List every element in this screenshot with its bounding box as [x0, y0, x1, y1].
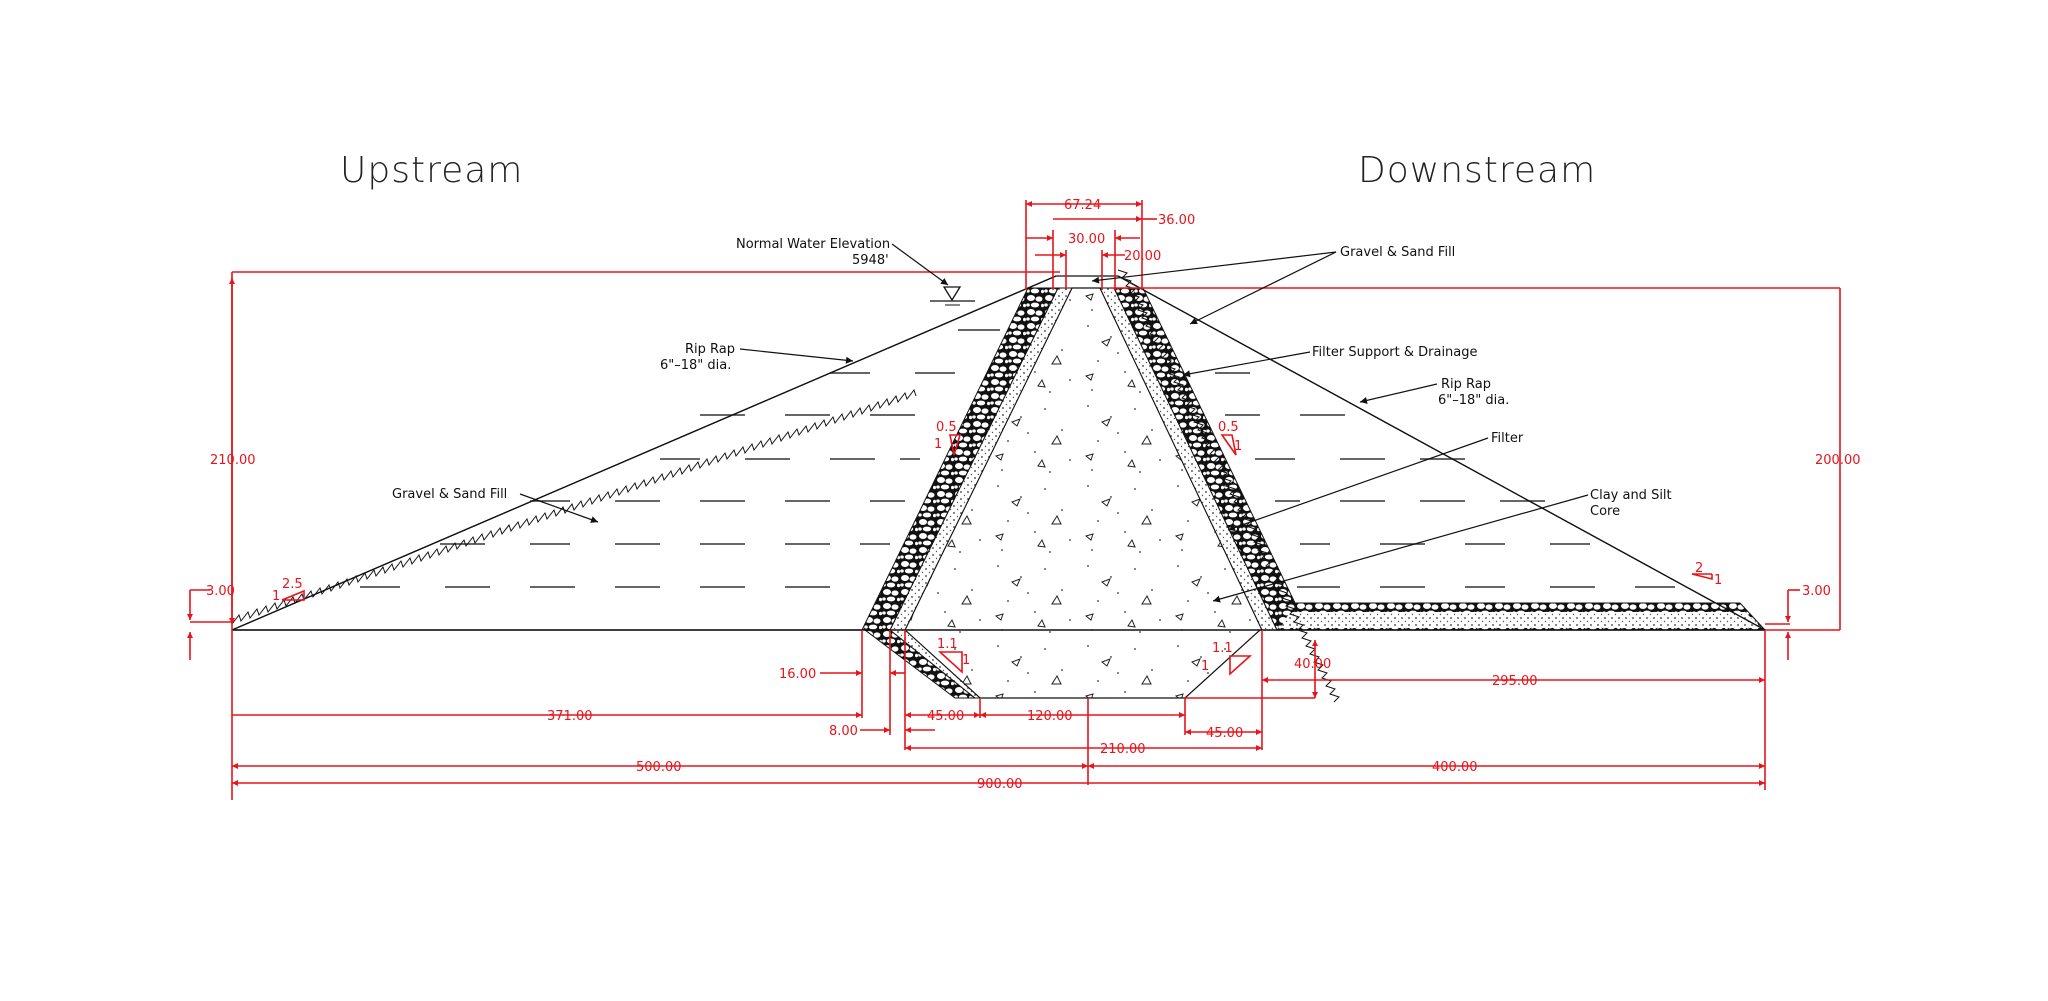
svg-text:Clay and Silt: Clay and Silt: [1590, 488, 1672, 503]
svg-text:8.00: 8.00: [829, 724, 858, 739]
svg-text:1: 1: [962, 653, 970, 668]
svg-text:30.00: 30.00: [1068, 232, 1105, 247]
svg-text:2.5: 2.5: [282, 577, 303, 592]
svg-text:200.00: 200.00: [1815, 453, 1861, 468]
svg-text:Filter Support & Drainage: Filter Support & Drainage: [1312, 345, 1478, 360]
svg-text:3.00: 3.00: [1802, 584, 1831, 599]
svg-text:0.5: 0.5: [936, 420, 957, 435]
svg-text:0.5: 0.5: [1218, 420, 1239, 435]
svg-text:1: 1: [272, 589, 280, 604]
downstream-face: [1117, 275, 1766, 631]
svg-text:210.00: 210.00: [210, 453, 256, 468]
upstream-heading: Upstream: [340, 150, 524, 191]
svg-text:Rip Rap: Rip Rap: [1441, 377, 1491, 392]
svg-text:1.1: 1.1: [937, 637, 958, 652]
svg-text:40.00: 40.00: [1294, 657, 1331, 672]
svg-text:210.00: 210.00: [1100, 742, 1146, 757]
svg-text:120.00: 120.00: [1027, 709, 1073, 724]
svg-text:16.00: 16.00: [779, 667, 816, 682]
material-labels: Normal Water Elevation 5948' Rip Rap 6"–…: [392, 237, 1672, 519]
leader-lines: [519, 243, 1589, 603]
svg-text:36.00: 36.00: [1158, 213, 1195, 228]
svg-text:Gravel & Sand Fill: Gravel & Sand Fill: [392, 487, 507, 502]
svg-text:1: 1: [1201, 659, 1209, 674]
downstream-heading: Downstream: [1358, 150, 1597, 191]
svg-text:20.00: 20.00: [1124, 249, 1161, 264]
svg-text:500.00: 500.00: [636, 760, 682, 775]
svg-text:1: 1: [1714, 573, 1722, 588]
svg-text:Normal Water Elevation: Normal Water Elevation: [736, 237, 890, 252]
hatch-downstream: [1215, 372, 1675, 588]
svg-text:1.1: 1.1: [1212, 641, 1233, 656]
riprap-upstream-teeth: [231, 388, 917, 625]
svg-text:Rip Rap: Rip Rap: [685, 342, 735, 357]
svg-text:900.00: 900.00: [977, 777, 1023, 792]
svg-text:371.00: 371.00: [547, 709, 593, 724]
dimension-lines: [187, 200, 1841, 800]
svg-text:Filter: Filter: [1491, 431, 1524, 446]
svg-text:67.24: 67.24: [1064, 198, 1101, 213]
blanket-filter: [1280, 612, 1762, 628]
svg-text:400.00: 400.00: [1432, 760, 1478, 775]
water-level-symbol: [930, 286, 975, 306]
svg-text:6"–18" dia.: 6"–18" dia.: [1438, 393, 1509, 408]
riprap-upstream-face: [231, 275, 1057, 631]
svg-text:1: 1: [1234, 439, 1242, 454]
svg-text:5948': 5948': [852, 253, 889, 268]
svg-text:3.00: 3.00: [206, 584, 235, 599]
svg-text:295.00: 295.00: [1492, 674, 1538, 689]
water-hatch-upstream: [360, 329, 1000, 588]
svg-text:2: 2: [1695, 561, 1703, 576]
dimension-text: 67.24 36.00 30.00 20.00 210.00 200.00 3.…: [206, 198, 1861, 792]
svg-text:1: 1: [934, 437, 942, 452]
svg-text:45.00: 45.00: [927, 709, 964, 724]
svg-text:Core: Core: [1590, 504, 1620, 519]
svg-text:6"–18" dia.: 6"–18" dia.: [660, 358, 731, 373]
svg-text:Gravel & Sand Fill: Gravel & Sand Fill: [1340, 245, 1455, 260]
svg-text:45.00: 45.00: [1206, 726, 1243, 741]
